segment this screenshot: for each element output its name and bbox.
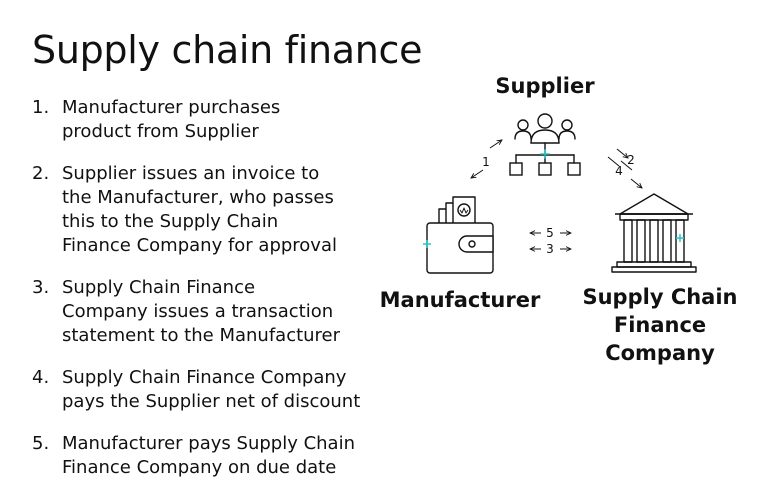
step-line: Supplier issues an invoice to bbox=[62, 163, 320, 184]
org-chart-people-icon bbox=[509, 113, 581, 176]
arrow-1: 1 bbox=[471, 140, 502, 178]
arrow-1-label: 1 bbox=[482, 155, 490, 169]
manufacturer-label: Manufacturer bbox=[380, 288, 541, 312]
finance-company-label-line-2: Finance bbox=[614, 313, 706, 337]
step-text: Manufacturer pays Supply Chain Finance C… bbox=[62, 432, 392, 480]
step-line: statement to the Manufacturer bbox=[62, 325, 341, 346]
step-item: 2. Supplier issues an invoice to the Man… bbox=[32, 162, 392, 258]
step-item: 4. Supply Chain Finance Company pays the… bbox=[32, 366, 392, 414]
step-number: 1. bbox=[32, 97, 50, 118]
step-text: Supply Chain Finance Company issues a tr… bbox=[62, 276, 392, 348]
arrow-3-label: 3 bbox=[546, 242, 554, 256]
step-line: this to the Supply Chain bbox=[62, 211, 279, 232]
step-line: Manufacturer purchases bbox=[62, 97, 281, 118]
step-line: product from Supplier bbox=[62, 121, 259, 142]
step-line: Finance Company for approval bbox=[62, 235, 337, 256]
step-text: Supplier issues an invoice to the Manufa… bbox=[62, 162, 392, 258]
step-line: Manufacturer pays Supply Chain bbox=[62, 433, 355, 454]
step-line: Supply Chain Finance bbox=[62, 277, 256, 298]
step-text: Supply Chain Finance Company pays the Su… bbox=[62, 366, 392, 414]
arrow-5-label: 5 bbox=[546, 226, 554, 240]
step-number: 2. bbox=[32, 163, 50, 184]
bank-building-icon bbox=[611, 193, 697, 273]
step-line: Company issues a transaction bbox=[62, 301, 334, 322]
wallet-with-cash-icon bbox=[423, 196, 494, 274]
arrow-2-4: 2 4 bbox=[607, 148, 642, 188]
arrow-2-label: 2 bbox=[627, 153, 635, 167]
steps-list: 1. Manufacturer purchases product from S… bbox=[32, 96, 392, 498]
step-item: 5. Manufacturer pays Supply Chain Financ… bbox=[32, 432, 392, 480]
arrow-5-3: 5 3 bbox=[530, 226, 571, 256]
supplier-label: Supplier bbox=[495, 74, 595, 98]
step-number: 5. bbox=[32, 433, 50, 454]
page-title: Supply chain finance bbox=[32, 28, 423, 72]
finance-company-label-line-1: Supply Chain bbox=[582, 285, 737, 309]
step-item: 3. Supply Chain Finance Company issues a… bbox=[32, 276, 392, 348]
arrow-4-label: 4 bbox=[615, 164, 623, 178]
step-number: 3. bbox=[32, 277, 50, 298]
step-line: Supply Chain Finance Company bbox=[62, 367, 347, 388]
step-text: Manufacturer purchases product from Supp… bbox=[62, 96, 392, 144]
step-line: Finance Company on due date bbox=[62, 457, 337, 478]
step-item: 1. Manufacturer purchases product from S… bbox=[32, 96, 392, 144]
step-number: 4. bbox=[32, 367, 50, 388]
step-line: pays the Supplier net of discount bbox=[62, 391, 361, 412]
step-line: the Manufacturer, who passes bbox=[62, 187, 334, 208]
finance-company-label-line-3: Company bbox=[605, 341, 715, 365]
